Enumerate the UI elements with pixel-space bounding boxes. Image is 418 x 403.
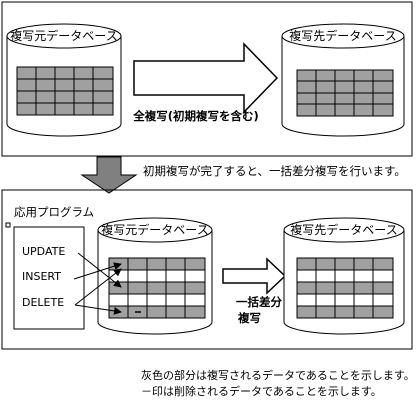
bottom-source-table <box>108 257 206 319</box>
legend-line-delete: －印は削除されるデータであることを示します。 <box>141 384 382 398</box>
op-insert: INSERT <box>22 270 61 283</box>
transition-note: 初期複写が完了すると、一括差分複写を行います。 <box>143 164 406 178</box>
top-source-db-label: 複写元データベース <box>10 28 117 43</box>
bottom-target-db-label: 複写先データベース <box>290 222 397 237</box>
app-program-box <box>13 226 85 330</box>
app-corner-marker <box>5 222 11 228</box>
top-target-table <box>296 69 394 117</box>
insert-to-row-line <box>73 262 122 280</box>
top-target-db-label: 複写先データベース <box>289 28 396 43</box>
full-copy-arrow <box>133 42 279 114</box>
op-delete: DELETE <box>22 296 64 309</box>
delete-to-row-line-2 <box>74 304 122 315</box>
full-copy-label: 全複写(初期複写を含む) <box>132 109 259 123</box>
bottom-panel-frame <box>1 189 413 350</box>
op-update: UPDATE <box>22 245 65 258</box>
transition-down-arrow <box>80 156 138 194</box>
bottom-target-table <box>296 257 394 319</box>
app-program-label: 応用プログラム <box>14 205 94 219</box>
top-source-table <box>16 66 114 116</box>
top-panel-frame <box>1 1 413 157</box>
delete-to-row-line-1 <box>74 268 122 306</box>
diff-copy-label-1: 一括差分 <box>236 295 282 309</box>
diff-copy-label-2: 複写 <box>237 311 261 325</box>
legend-line-gray: 灰色の部分は複写されるデータであることを示します。 <box>141 368 415 382</box>
update-to-row-line <box>77 252 122 288</box>
bottom-source-db-label: 複写元データベース <box>101 222 208 237</box>
diff-copy-arrow <box>222 257 287 295</box>
